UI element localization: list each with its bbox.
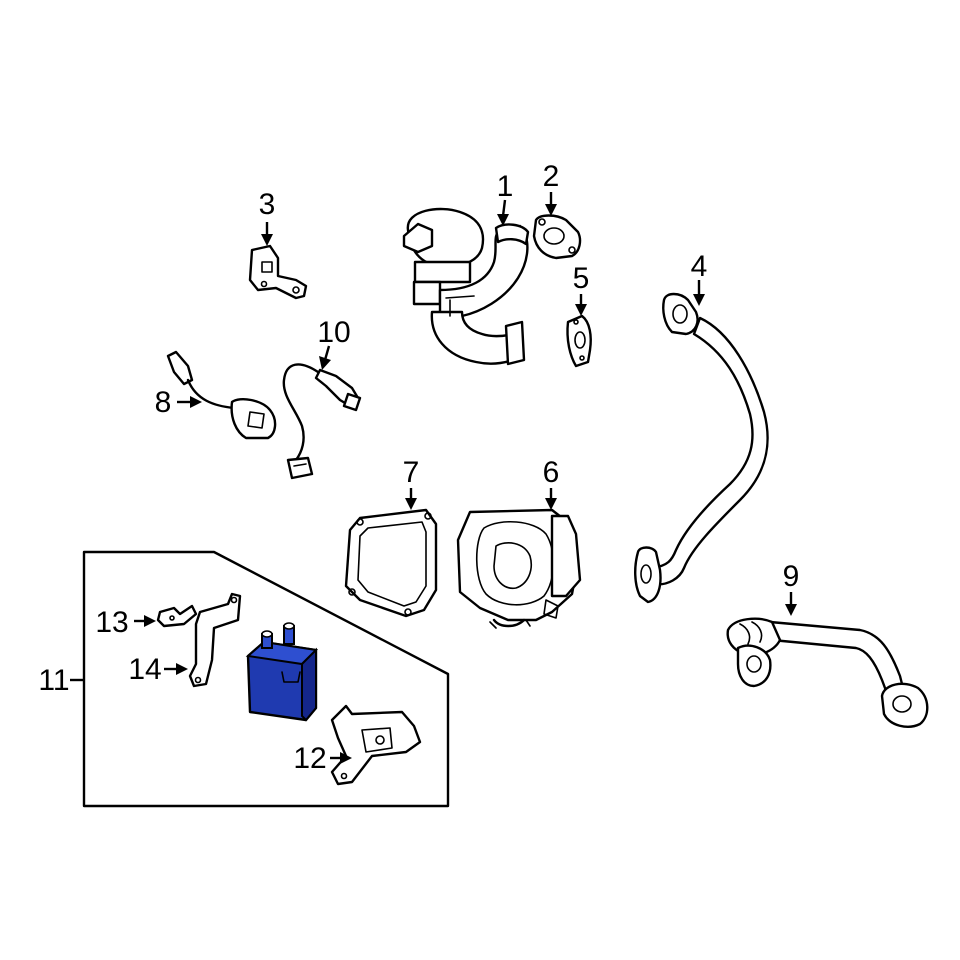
- callout-3: 3: [259, 188, 276, 221]
- callout-6: 6: [543, 456, 560, 489]
- part-8-oxygen-sensor[interactable]: [166, 350, 277, 440]
- part-12-bracket[interactable]: [330, 704, 422, 786]
- callout-13: 13: [95, 606, 128, 639]
- callout-11: 11: [38, 664, 69, 697]
- part-10-oxygen-sensor[interactable]: [282, 363, 362, 480]
- callout-7: 7: [403, 456, 420, 489]
- part-5-gasket[interactable]: [566, 314, 592, 368]
- callout-12: 12: [293, 742, 326, 775]
- callout-5: 5: [573, 262, 590, 295]
- part-2-gasket[interactable]: [532, 214, 582, 260]
- part-7-gasket[interactable]: [344, 508, 438, 618]
- part-6-throttle-body[interactable]: [456, 508, 582, 629]
- callout-4: 4: [691, 250, 708, 283]
- part-9-egr-pipe[interactable]: [726, 617, 929, 728]
- part-13-connector[interactable]: [156, 604, 198, 628]
- charcoal-canister-highlighted[interactable]: [245, 622, 319, 722]
- canister-side: [301, 647, 317, 722]
- part-1-egr-valve[interactable]: [402, 207, 530, 366]
- callout-14: 14: [128, 653, 161, 686]
- part-3-bracket[interactable]: [248, 244, 308, 300]
- callout-10: 10: [317, 316, 350, 349]
- part-14-bracket[interactable]: [188, 592, 242, 688]
- group-11-outline: [82, 550, 450, 808]
- part-4-egr-pipe[interactable]: [634, 292, 769, 604]
- callout-8: 8: [155, 386, 172, 419]
- callout-1: 1: [497, 170, 514, 203]
- leader-arrows: [70, 192, 797, 764]
- callout-2: 2: [543, 160, 560, 193]
- callout-9: 9: [783, 560, 800, 593]
